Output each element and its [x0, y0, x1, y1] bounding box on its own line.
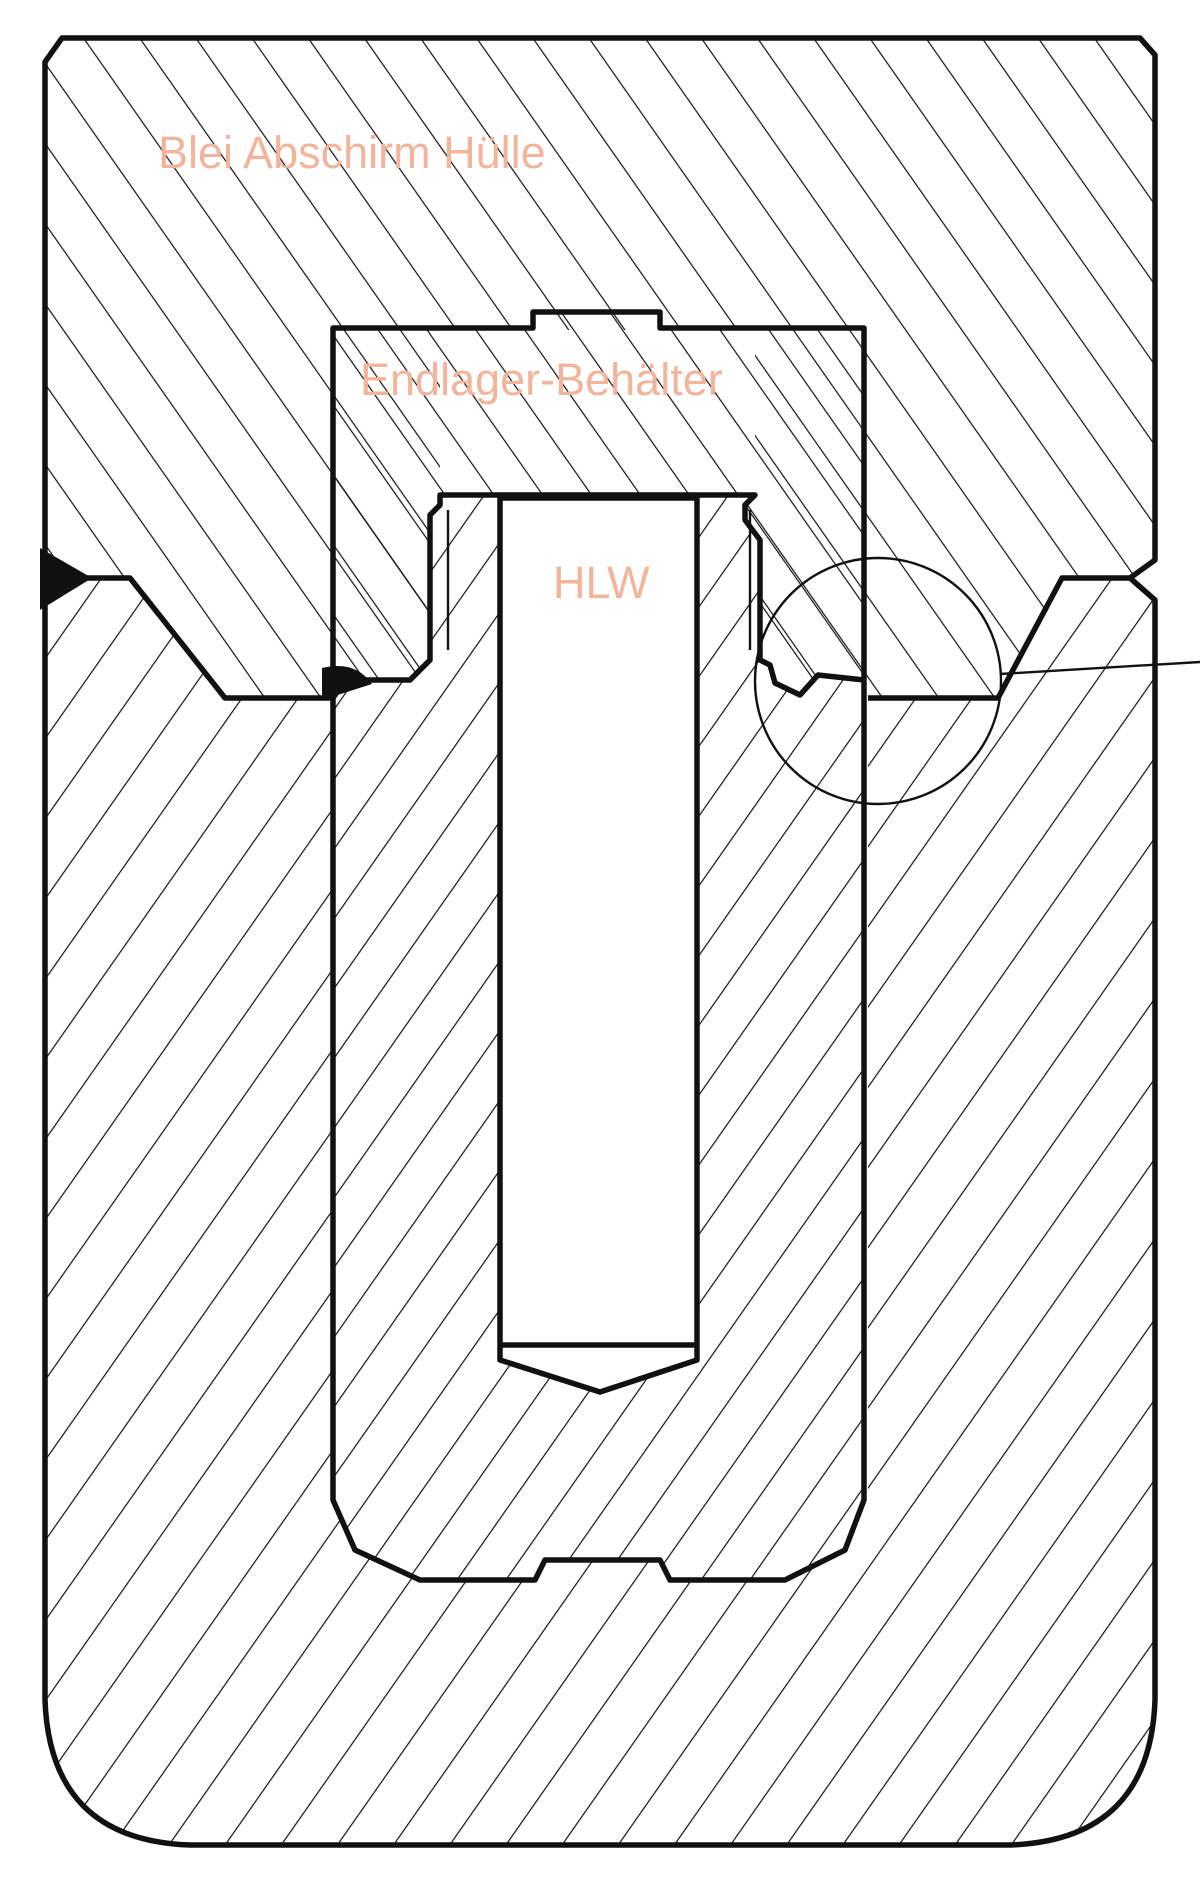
shield-lid-section	[45, 38, 1155, 698]
hlw-core	[500, 498, 697, 1392]
label-container: Endlager-Behälter	[360, 354, 723, 405]
hlw-outline	[497, 495, 700, 1395]
detail-circle	[753, 556, 1003, 806]
detail-leader-line	[999, 660, 1200, 676]
label-shield: Blei Abschirm Hülle	[158, 127, 546, 178]
shield-outline	[42, 35, 1158, 1848]
shield-body-section	[45, 580, 1155, 1845]
container-lid-interface	[330, 492, 865, 700]
container-upper-section	[333, 312, 864, 698]
container-outline	[330, 309, 867, 1583]
weld-marker-inner	[322, 666, 372, 700]
weld-marker-left	[40, 548, 92, 610]
label-core: HLW	[553, 557, 650, 608]
thread-lines	[446, 510, 752, 650]
